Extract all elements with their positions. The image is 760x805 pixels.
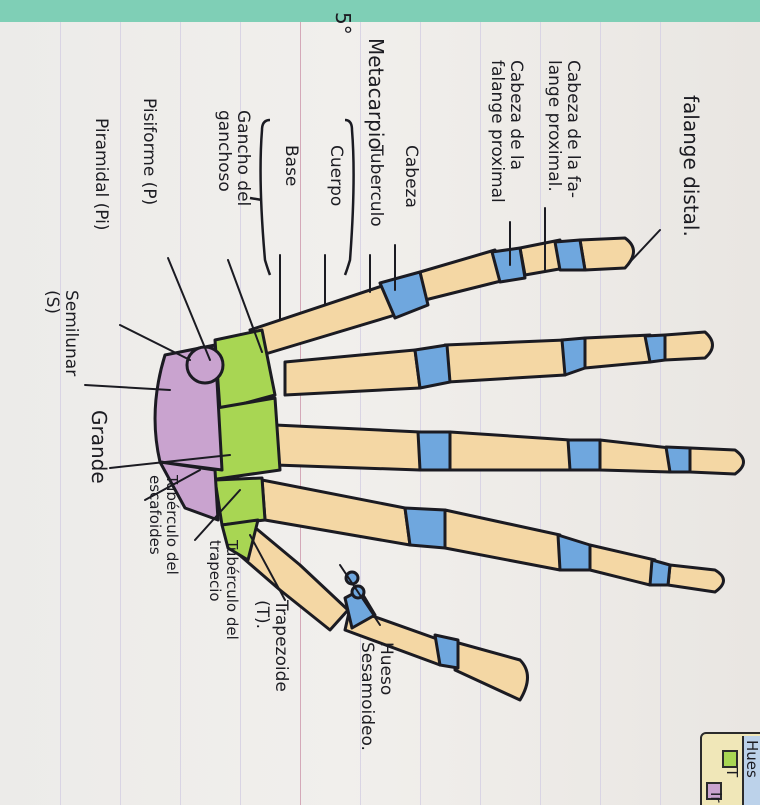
label-cabeza-falange-proximal-2: Cabeza de la falange proximal [487,60,525,203]
label-hueso-sesamoideo: Hueso Sesamoideo. [357,642,395,751]
joint-cartilage [558,535,590,570]
carpal-trapezoid [215,478,265,525]
middle-proximal-phalanx [450,432,570,470]
middle-distal-phalanx [690,448,744,474]
ring-proximal-phalanx [445,340,565,382]
joint-cartilage [568,440,600,470]
legend-item-1: T [723,768,740,777]
label-falange-distal: falange distal. [681,95,700,237]
label-semilunar: Semilunar (S) [42,290,80,376]
pointer-line [120,325,190,360]
joint-cartilage [555,240,585,270]
label-piramidal: Piramidal (Pi) [91,118,110,231]
ring-metacarpal [285,350,420,395]
little-distal-phalanx [580,238,634,270]
index-distal-phalanx [668,565,724,592]
label-tuberculo-escafoides: Tubérculo del escafoides [146,475,180,575]
carpal-pisiform [187,347,223,383]
little-metacarpal [250,285,395,355]
index-metacarpal [262,480,410,545]
joint-cartilage [562,338,585,375]
label-gancho-ganchoso: Gancho del ganchoso [214,110,252,206]
page-title-number: 5° [333,12,352,35]
label-cabeza-falange-proximal-1: Cabeza de la fa- lange proximal. [544,60,582,198]
joint-cartilage [650,560,670,585]
joint-cartilage [435,635,458,668]
index-middle-phalanx [590,545,655,585]
ring-middle-phalanx [585,335,650,368]
pointer-line [630,230,660,262]
label-pisiforme: Pisiforme (P) [139,98,158,205]
legend-title: Hues [743,740,760,778]
joint-cartilage [666,447,690,472]
middle-middle-phalanx [600,440,670,472]
legend-swatch-green [722,750,738,768]
label-tuberculo: Tuberculo [366,145,385,227]
thumb-distal-phalanx [455,642,528,700]
joint-cartilage [418,432,450,470]
ring-distal-phalanx [665,332,713,360]
label-tuberculo-trapecio: Tubérculo del trapecio [206,540,240,640]
label-cabeza: Cabeza [401,145,420,208]
label-base: Base [281,145,300,186]
joint-cartilage [405,508,445,548]
index-proximal-phalanx [445,510,560,570]
joint-cartilage [645,335,665,362]
middle-metacarpal [275,425,420,470]
label-cuerpo: Cuerpo [326,145,345,206]
page-title-metacarpio: Metacarpio [366,38,385,150]
pointer-line [168,258,210,360]
label-trapezoide: Trapezoide (T). [252,600,290,692]
legend-item-2: Ir [707,792,724,803]
joint-cartilage [415,345,450,388]
label-grande: Grande [89,410,108,484]
